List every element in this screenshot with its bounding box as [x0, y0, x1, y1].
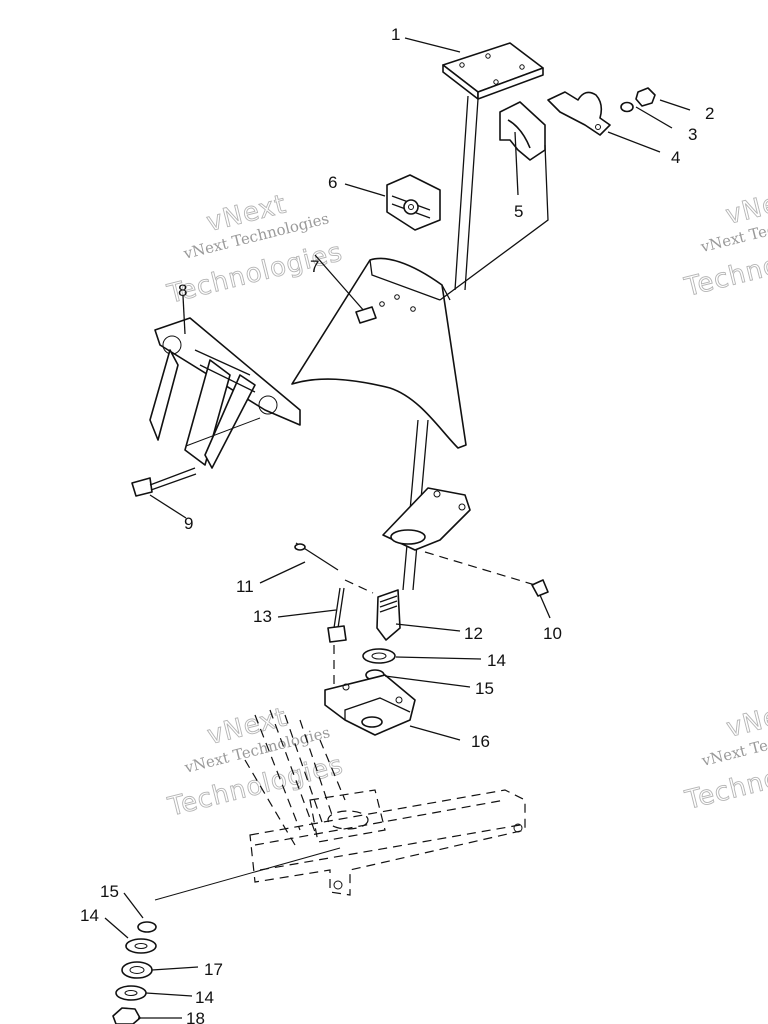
callout-14: 14: [487, 651, 506, 670]
callout-12: 12: [464, 624, 483, 643]
callout-1: 1: [391, 25, 400, 44]
callout-11: 11: [236, 577, 254, 596]
frame-dashed: [244, 709, 526, 896]
callout-5: 5: [514, 202, 523, 221]
fasteners: [131, 254, 549, 643]
clamp-parts: [386, 101, 546, 231]
callout-16: 16: [471, 732, 490, 751]
callout-8: 8: [178, 281, 187, 300]
clamp-hardware: [547, 87, 656, 136]
callout-15-lower: 15: [100, 882, 119, 901]
callout-15: 15: [475, 679, 494, 698]
callout-17: 17: [204, 960, 223, 979]
callout-14-lower: 14: [80, 906, 99, 925]
callout-labels: 1 2 3 4 5 6 7 8 9 10 11 12 13 14 15 16 1…: [80, 25, 714, 1024]
callout-3: 3: [688, 125, 697, 144]
lower-shaft: [324, 589, 416, 736]
callout-14-bottom: 14: [195, 988, 214, 1007]
upper-bearing-plate: [382, 487, 471, 551]
callout-18: 18: [186, 1009, 205, 1024]
handlebar-bracket: [149, 317, 301, 469]
callout-7: 7: [310, 257, 319, 276]
steering-cover: [291, 257, 467, 449]
steering-post: [402, 42, 544, 591]
callout-13: 13: [253, 607, 272, 626]
callout-9: 9: [184, 514, 193, 533]
callout-2: 2: [705, 104, 714, 123]
callout-6: 6: [328, 173, 337, 192]
lower-hardware-stack: [112, 921, 157, 1024]
leader-lines: [104, 37, 691, 1019]
callout-4: 4: [671, 148, 680, 167]
callout-10: 10: [543, 624, 562, 643]
